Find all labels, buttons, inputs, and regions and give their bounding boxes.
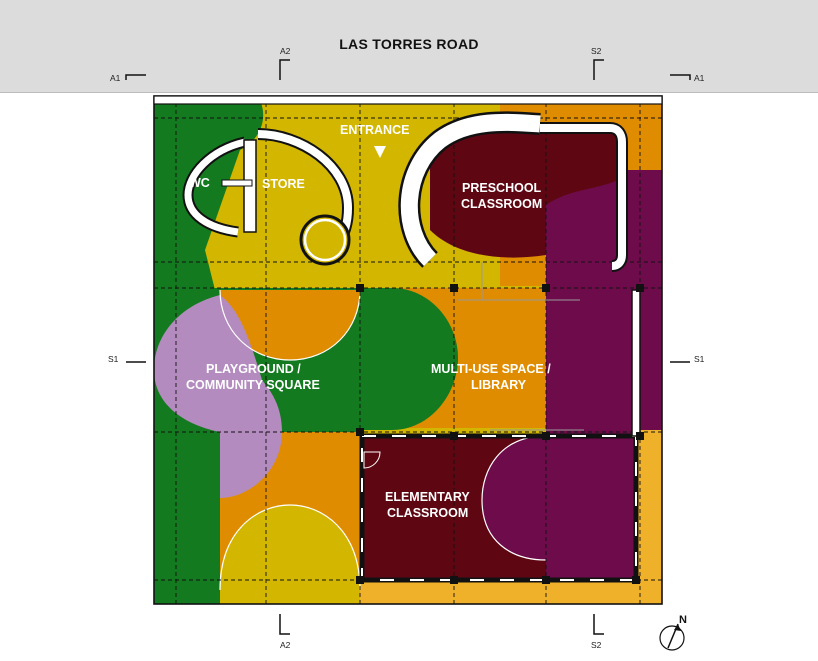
- partition-lines: [458, 262, 584, 431]
- playground-label-line2: COMMUNITY SQUARE: [186, 378, 320, 392]
- purple-bulge: [482, 436, 546, 560]
- section-mark-s2-top: S2: [591, 46, 602, 56]
- multiuse-label-line1: MULTI-USE SPACE /: [431, 362, 551, 376]
- entrance-label: ENTRANCE: [340, 123, 410, 137]
- orange-semicircle: [220, 290, 360, 360]
- store-label: STORE: [262, 177, 305, 191]
- road-label: LAS TORRES ROAD: [339, 36, 479, 52]
- preschool-room: [430, 127, 622, 258]
- section-mark-s1-right: S1: [694, 354, 705, 364]
- section-mark-lines: [125, 59, 691, 635]
- section-mark-a2-top: A2: [280, 46, 291, 56]
- road-band: LAS TORRES ROAD: [0, 0, 818, 93]
- elementary-walls: [359, 289, 641, 583]
- purple-zone-bottom: [546, 428, 636, 580]
- structural-columns: [356, 284, 644, 584]
- wc-label: WC: [189, 176, 210, 190]
- preschool-walls: [398, 111, 628, 272]
- preschool-label-line1: PRESCHOOL: [462, 181, 542, 195]
- section-mark-s2-bottom: S2: [591, 640, 602, 650]
- section-mark-a1-left: A1: [110, 73, 121, 83]
- green-zone-bottom: [154, 432, 220, 604]
- section-mark-s1-left: S1: [108, 354, 119, 364]
- entrance-arrow-icon: [374, 146, 386, 158]
- section-mark-a2-bottom: A2: [280, 640, 291, 650]
- green-semicircle: [360, 288, 458, 430]
- north-label: N: [679, 614, 687, 626]
- wc-store-block: [182, 128, 355, 266]
- section-mark-a1-right: A1: [694, 73, 705, 83]
- lavender-zone: [154, 295, 282, 498]
- mustard-arch: [220, 505, 360, 604]
- multiuse-label-line2: LIBRARY: [471, 378, 527, 392]
- playground-label-line1: PLAYGROUND /: [206, 362, 301, 376]
- light-orange-bottom: [360, 580, 662, 604]
- elementary-label-line1: ELEMENTARY: [385, 490, 470, 504]
- road-edge-wall: [153, 95, 663, 105]
- north-arrow-icon: [659, 623, 685, 651]
- elementary-label-line2: CLASSROOM: [387, 506, 469, 520]
- preschool-label-line2: CLASSROOM: [461, 197, 543, 211]
